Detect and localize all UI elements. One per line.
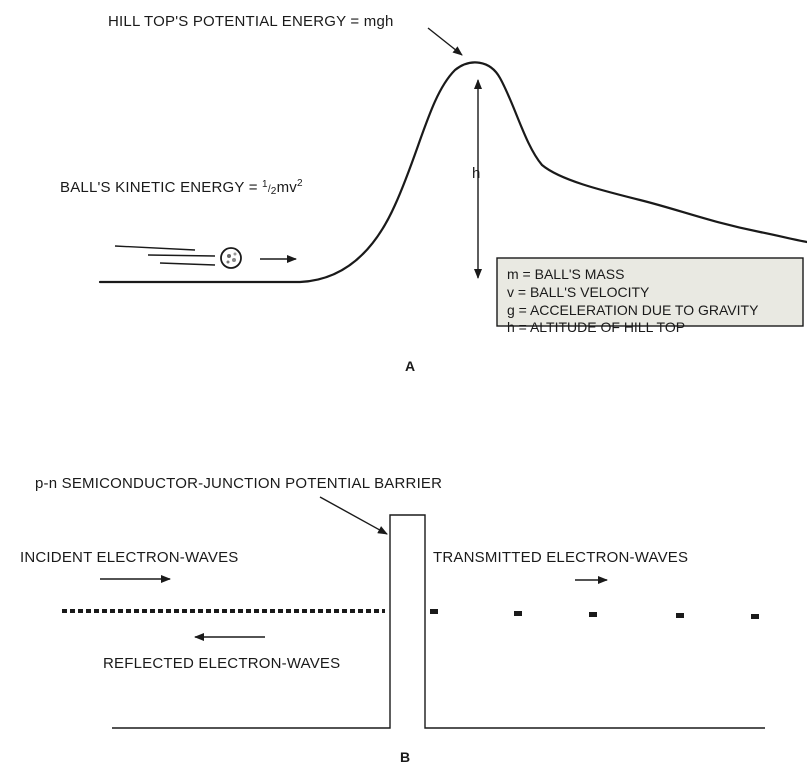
- motion-lines: [114, 245, 216, 266]
- legend-altitude: h = ALTITUDE OF HILL TOP: [507, 319, 685, 335]
- incident-label: INCIDENT ELECTRON-WAVES: [20, 549, 239, 566]
- hill-top-pointer-arrow: [427, 27, 463, 56]
- legend-box: [496, 257, 804, 327]
- panel-a-label: A: [405, 358, 415, 374]
- barrier-label: p-n SEMICONDUCTOR-JUNCTION POTENTIAL BAR…: [35, 475, 442, 492]
- legend-velocity: v = BALL'S VELOCITY: [507, 284, 650, 300]
- transmitted-wave-dashes: [430, 609, 759, 619]
- transmitted-label: TRANSMITTED ELECTRON-WAVES: [433, 549, 688, 566]
- barrier-pointer-arrow: [319, 496, 388, 535]
- panel-b-label: B: [400, 749, 410, 765]
- ball: [220, 247, 242, 269]
- potential-barrier: [112, 514, 765, 729]
- panel-a: HILL TOP'S POTENTIAL ENERGY = mgh h BALL…: [60, 13, 807, 374]
- height-label: h: [472, 165, 481, 182]
- panel-b: p-n SEMICONDUCTOR-JUNCTION POTENTIAL BAR…: [20, 475, 765, 765]
- hill-curve: [98, 61, 807, 284]
- legend-gravity: g = ACCELERATION DUE TO GRAVITY: [507, 302, 759, 318]
- kinetic-energy-label: BALL'S KINETIC ENERGY = 1/2mv2: [60, 178, 303, 197]
- hill-top-energy-label: HILL TOP'S POTENTIAL ENERGY = mgh: [108, 13, 394, 30]
- legend-mass: m = BALL'S MASS: [507, 266, 624, 282]
- reflected-label: REFLECTED ELECTRON-WAVES: [103, 655, 340, 672]
- variable-legend: m = BALL'S MASS v = BALL'S VELOCITY g = …: [496, 257, 804, 335]
